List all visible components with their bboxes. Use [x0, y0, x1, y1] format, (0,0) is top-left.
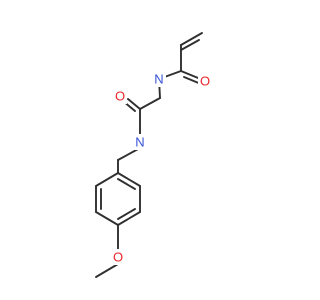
atom-n2-label: N — [135, 135, 144, 150]
ring-bond-4 — [95, 211, 119, 226]
atom-o2: O — [113, 88, 127, 104]
bond-ch2-carbonyl2 — [139, 97, 161, 110]
bond-carbonyl2-double — [127, 98, 141, 110]
atom-o3-label: O — [113, 250, 123, 265]
atom-n2: N — [133, 134, 147, 150]
ring-bond-3 — [117, 211, 141, 226]
ring-double-1 — [117, 178, 136, 190]
atom-o1-label: O — [200, 74, 210, 89]
ring-bond-1 — [117, 172, 141, 187]
molecule-structure: N O O N O — [95, 32, 212, 278]
atom-o2-label: O — [115, 89, 125, 104]
ring-double-2 — [117, 208, 136, 220]
atom-o1: O — [198, 73, 212, 89]
atom-n1-label: N — [154, 72, 163, 87]
ring-bond-6 — [95, 172, 119, 187]
bond-vinyl-double — [180, 32, 203, 46]
bond-vinyl-double-inner — [180, 39, 200, 51]
bond-o3-methyl — [95, 263, 119, 278]
atom-o3: O — [111, 249, 125, 265]
atom-n1: N — [152, 71, 166, 87]
